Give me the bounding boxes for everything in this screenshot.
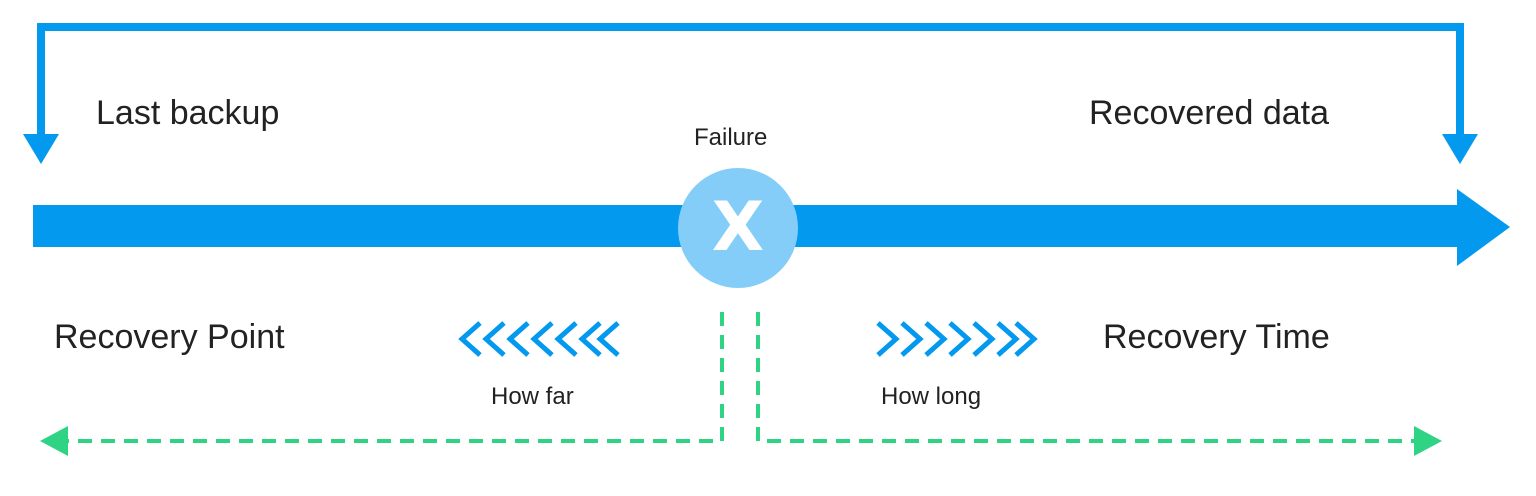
how-long-label: How long (881, 383, 982, 410)
dashed-arrowhead-right-icon (1414, 426, 1442, 456)
backup-bracket (23, 23, 1478, 164)
failure-label: Failure (694, 124, 768, 151)
failure-circle (678, 168, 798, 288)
failure-symbol: X (711, 188, 765, 267)
how-far-label: How far (491, 383, 574, 410)
dashed-arrowhead-left-icon (40, 426, 68, 456)
recovery-point-dashed-line (40, 312, 724, 456)
recovery-time-dashed-line (756, 312, 1442, 456)
timeline-arrowhead-icon (1457, 189, 1510, 266)
recovery-point-label: Recovery Point (54, 318, 285, 356)
double-chevron-right-icon (876, 321, 1038, 357)
double-chevron-left-icon (458, 321, 620, 357)
recovered-data-label: Recovered data (1089, 94, 1330, 132)
last-backup-label: Last backup (96, 94, 280, 132)
down-arrow-left-icon (23, 134, 59, 164)
recovery-time-label: Recovery Time (1103, 318, 1330, 356)
down-arrow-right-icon (1442, 134, 1478, 164)
